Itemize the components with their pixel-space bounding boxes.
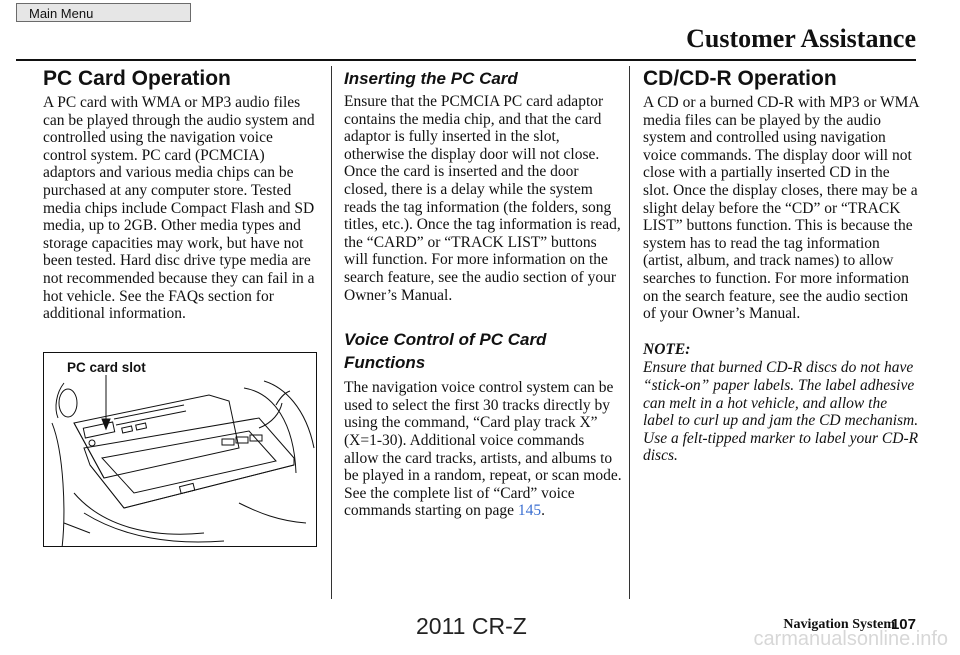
voice-control-heading: Voice Control of PC Card Functions <box>344 328 622 374</box>
watermark: carmanualsonline.info <box>753 628 948 650</box>
cd-operation-heading: CD/CD-R Operation <box>643 67 837 90</box>
footer-page-number: 107 <box>890 616 916 633</box>
pc-card-heading: PC Card Operation <box>43 67 231 90</box>
note-body: Ensure that burned CD-R discs do not hav… <box>643 359 919 465</box>
page-title: Customer Assistance <box>686 24 916 53</box>
column-divider-right <box>629 66 630 599</box>
header-rule <box>16 59 916 61</box>
page-145-link[interactable]: 145 <box>517 502 542 520</box>
footer-section-title: Navigation System <box>783 617 895 632</box>
column-divider-left <box>331 66 332 599</box>
column-left: PC Card Operation A PC card with WMA or … <box>43 66 319 323</box>
pc-card-slot-figure: PC card slot <box>43 352 317 547</box>
inserting-card-heading: Inserting the PC Card <box>344 69 518 88</box>
main-menu-button[interactable]: Main Menu <box>16 3 191 22</box>
column-right: CD/CD-R Operation A CD or a burned CD-R … <box>643 66 919 465</box>
cd-operation-body: A CD or a burned CD-R with MP3 or WMA me… <box>643 94 919 323</box>
figure-label: PC card slot <box>67 360 146 375</box>
inserting-card-body: Ensure that the PCMCIA PC card adaptor c… <box>344 93 621 304</box>
footer-model-name: 2011 CR-Z <box>416 613 527 639</box>
note-label: NOTE: <box>643 340 691 358</box>
voice-control-heading-line1: Voice Control of PC Card <box>344 330 547 350</box>
voice-control-text: The navigation voice control system can … <box>344 379 622 520</box>
column-middle: Inserting the PC Card Ensure that the PC… <box>344 68 622 520</box>
voice-control-heading-line2: Functions <box>344 353 426 373</box>
pc-card-slot-illustration <box>51 375 315 546</box>
voice-control-text-end: . <box>541 502 546 520</box>
pc-card-body: A PC card with WMA or MP3 audio files ca… <box>43 94 315 323</box>
voice-control-body: The navigation voice control system can … <box>344 379 622 520</box>
